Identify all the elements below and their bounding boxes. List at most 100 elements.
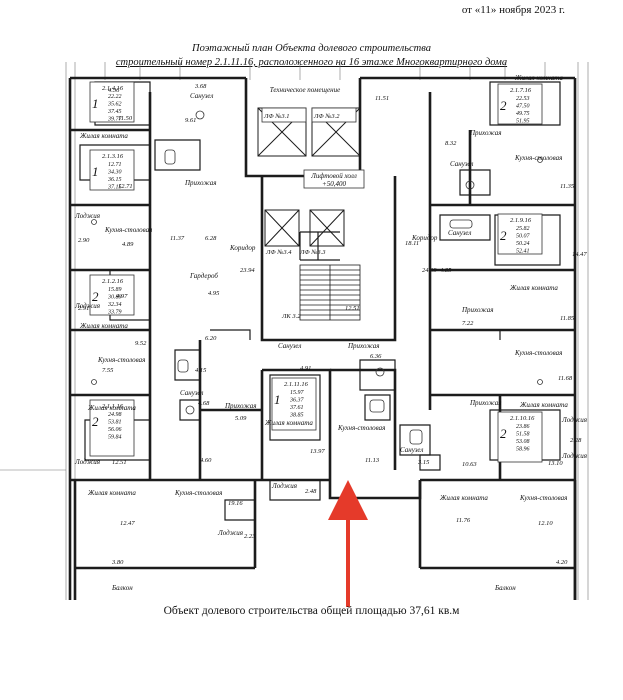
dimension-value: 2.48: [305, 488, 317, 495]
dimension-value: 4.85: [440, 267, 452, 274]
apartment-area: 56.06: [108, 427, 122, 433]
room-label: Жилая комната: [519, 401, 568, 409]
room-label: Жилая комната: [514, 74, 563, 82]
room-label: Санузел: [448, 229, 471, 237]
room-label: Прихожая: [461, 306, 494, 314]
document-date: от «11» ноября 2023 г.: [461, 4, 565, 16]
room-label: Лоджия: [74, 458, 100, 466]
dimension-value: 4.36: [108, 87, 120, 94]
room-label: Санузел: [190, 92, 213, 100]
apartment-area: 24.98: [108, 411, 122, 418]
dimension-value: 10.63: [462, 461, 477, 468]
apartment-id: 2.1.3.16: [102, 153, 124, 160]
apartment-id: 2.1.1.16: [102, 403, 124, 410]
elevator-label: ЛФ №3.1: [263, 113, 290, 120]
room-label: Кухня-столовая: [337, 424, 385, 432]
stair-label: ЛК 3.2: [281, 313, 301, 320]
dimension-value: 19.16: [228, 500, 243, 507]
elevator-label: ЛФ №3.2: [313, 113, 340, 120]
apartment-area: 47.50: [516, 103, 530, 110]
apartment-area: 58.96: [516, 447, 530, 453]
apartment-area: 34.30: [107, 169, 122, 176]
elevator-label: ЛФ №3.4: [265, 249, 292, 256]
room-label: Кухня-столовая: [174, 489, 222, 497]
apartment-room-count: 2: [92, 289, 99, 304]
dimension-value: 9.52: [135, 340, 147, 347]
room-label: Кухня-столовая: [104, 226, 152, 234]
apartment-area: 15.97: [290, 390, 305, 396]
room-label: Коридор: [229, 244, 256, 252]
dimension-value: 11.85: [560, 315, 575, 322]
apartment-room-count: 2: [500, 98, 507, 113]
apartment-id: 2.1.2.16: [102, 278, 124, 285]
room-label: Лоджия: [561, 416, 587, 424]
room-label: Прихожая: [224, 402, 257, 410]
room-label: Жилая комната: [439, 494, 488, 502]
apartment-room-count: 2: [500, 228, 507, 243]
room-label: Кухня-столовая: [97, 356, 145, 364]
apartment-area: 30.89: [107, 295, 122, 301]
apartment-area: 36.37: [289, 398, 305, 404]
dimension-value: 23.94: [240, 267, 255, 274]
room-label: Лоджия: [74, 212, 100, 220]
dimension-value: 2.90: [78, 237, 90, 244]
area-caption: Объект долевого строительства общей площ…: [163, 605, 460, 617]
room-label: Жилая комната: [87, 404, 136, 412]
dimension-value: 5.09: [235, 415, 247, 422]
dimension-value: 4.97: [116, 293, 128, 300]
room-label: Лоджия: [561, 452, 587, 460]
dimension-value: 11.35: [560, 183, 575, 190]
apartment-area: 22.22: [108, 94, 122, 100]
dimension-value: 8.32: [445, 140, 457, 147]
dimension-value: 7.22: [462, 320, 474, 327]
room-label: Кухня-столовая: [519, 494, 567, 502]
dimension-value: 2.23: [244, 533, 256, 540]
technical-room-label: Техническое помещение: [270, 86, 341, 94]
room-label: Кухня-столовая: [514, 154, 562, 162]
apartment-area: 25.82: [516, 226, 530, 232]
room-label: Жилая комната: [264, 419, 313, 427]
room-label: Прихожая: [347, 342, 380, 350]
room-label: Санузел: [450, 160, 473, 168]
dimension-value: 11.76: [456, 517, 471, 524]
dimension-value: 4.60: [200, 457, 212, 464]
dimension-value: 2.28: [570, 437, 582, 444]
room-label: Жилая комната: [79, 322, 128, 330]
dimension-value: 12.51: [112, 459, 127, 466]
apartment-area: 15.89: [108, 287, 122, 293]
dimension-value: 11.68: [558, 375, 573, 382]
dimension-value: 12.71: [118, 183, 133, 190]
apartment-area: 23.86: [516, 424, 530, 430]
dimension-value: 4.91: [300, 365, 311, 372]
dimension-value: 3.80: [111, 559, 124, 566]
dimension-value: 9.61: [185, 117, 196, 124]
room-label: Кухня-столовая: [514, 349, 562, 357]
room-label: Лоджия: [271, 482, 297, 490]
apartment-room-count: 1: [92, 96, 99, 111]
dimension-value: 3.15: [417, 459, 430, 466]
room-label: Жилая комната: [79, 132, 128, 140]
apartment-boxes: [89, 81, 543, 463]
dimension-value: 12.10: [538, 520, 553, 527]
document-title: Поэтажный план Объекта долевого строител…: [192, 43, 431, 54]
dimension-value: 14.47: [572, 251, 587, 258]
room-label: Коридор: [411, 234, 438, 242]
apartment-area: 22.53: [516, 96, 530, 102]
dimension-value: 18.11: [405, 240, 419, 247]
apartment-id: 2.1.9.16: [510, 217, 532, 224]
lobby-level: +50,400: [322, 180, 346, 188]
apartment-area: 59.84: [108, 434, 122, 441]
apartment-id: 2.1.11.16: [284, 381, 309, 388]
dimension-value: 24.09: [422, 267, 437, 274]
dimension-value: 4.20: [556, 559, 568, 566]
apartment-area: 12.71: [108, 162, 122, 168]
walls: [68, 76, 577, 600]
dimension-value: 2.91: [78, 305, 89, 312]
dimension-value: 4.95: [208, 290, 220, 297]
apartment-area: 35.62: [107, 102, 122, 108]
apartment-area: 53.81: [108, 420, 122, 426]
apartment-area: 37.61: [289, 405, 304, 411]
apartment-area: 53.08: [516, 439, 530, 445]
apartment-area: 37.15: [107, 185, 122, 191]
room-label: Санузел: [278, 342, 301, 350]
